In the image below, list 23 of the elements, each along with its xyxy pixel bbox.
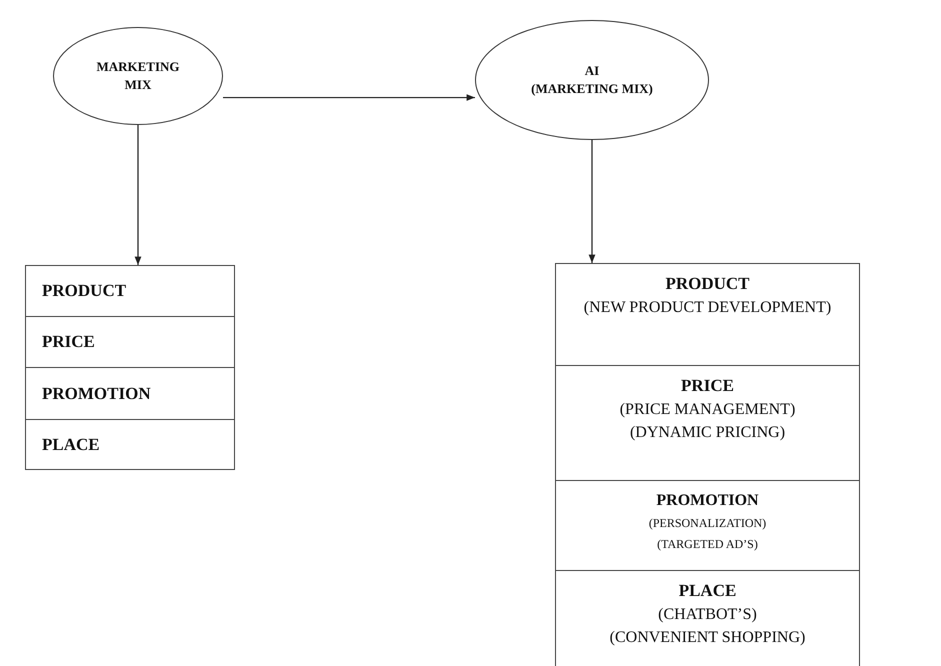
table-box — [25, 265, 235, 470]
node-subtext: (TARGETED AD’S) — [657, 536, 758, 553]
node-heading: PROMOTION — [656, 491, 759, 511]
node-heading: PRODUCT — [665, 273, 750, 295]
node-subtext: (PERSONALIZATION) — [648, 515, 766, 532]
node-subtext: (CHATBOT’S) — [658, 605, 757, 625]
node-heading: PRICE — [681, 375, 734, 397]
node-subtext: (PRICE MANAGEMENT) — [620, 400, 796, 420]
node-heading: PRICE — [42, 331, 95, 354]
table-box — [555, 263, 860, 666]
node-heading: PROMOTION — [42, 382, 151, 405]
node-heading: AI — [584, 62, 600, 80]
node-subtext: (NEW PRODUCT DEVELOPMENT) — [584, 298, 832, 318]
node-heading: PLACE — [42, 434, 100, 456]
node-subtext: (DYNAMIC PRICING) — [630, 423, 786, 443]
node-heading: PLACE — [678, 580, 736, 602]
arrow — [223, 94, 475, 101]
node-subtext: (CONVENIENT SHOPPING) — [610, 628, 806, 648]
node-heading: MARKETING MIX — [96, 58, 180, 94]
arrow — [134, 125, 142, 265]
arrow — [588, 140, 596, 263]
node-subtext: (MARKETING MIX) — [531, 80, 653, 98]
node-heading: PRODUCT — [42, 280, 126, 302]
